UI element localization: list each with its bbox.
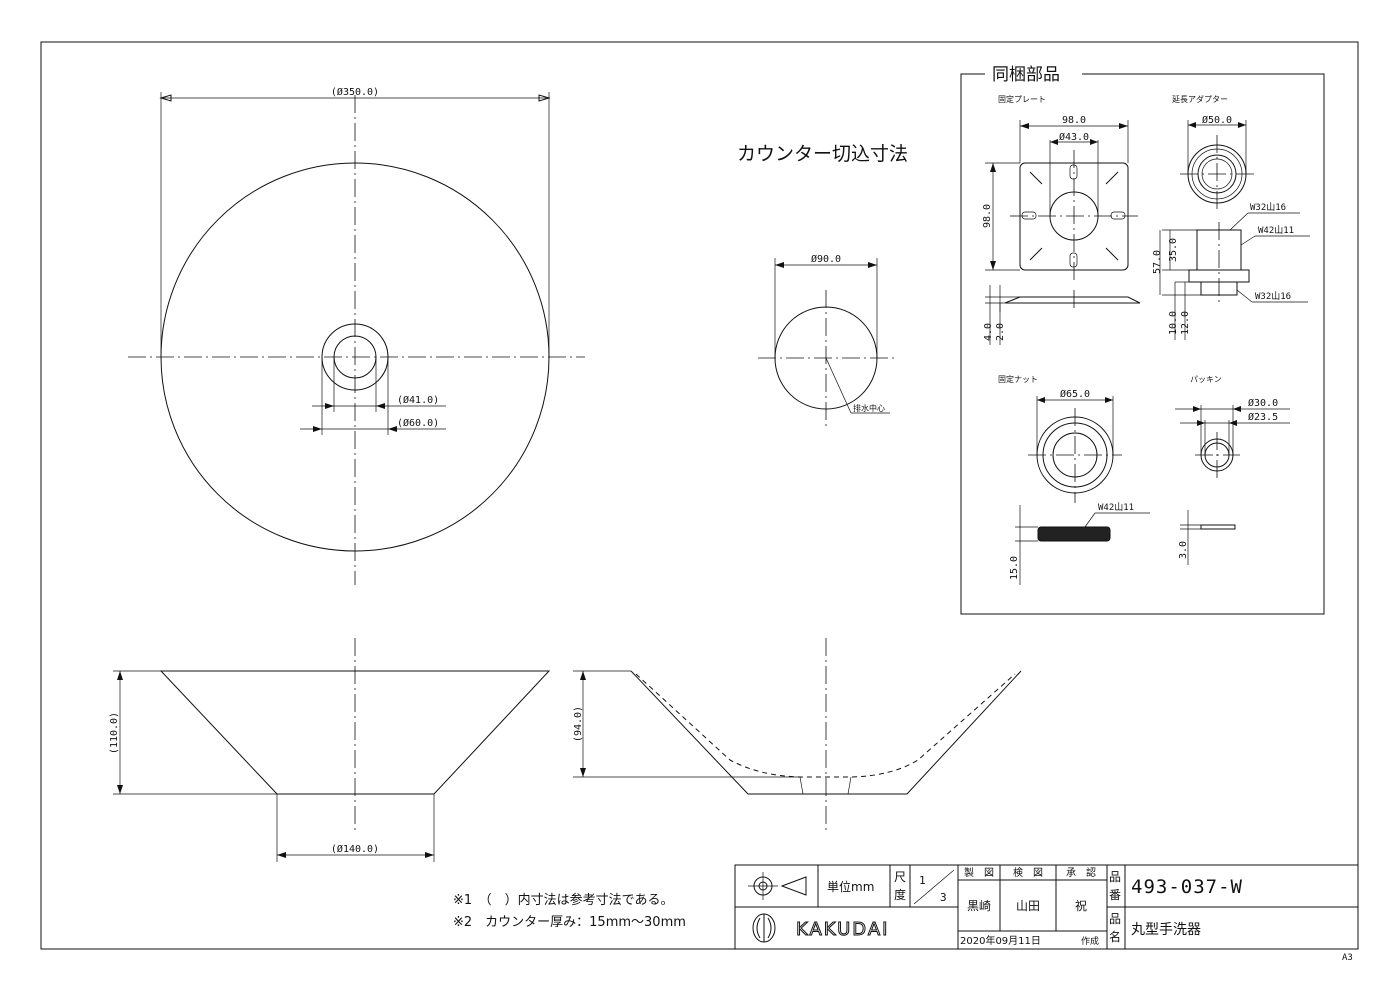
made-label: 製 図 — [964, 866, 994, 879]
part-no-label-2: 番 — [1109, 888, 1121, 902]
cutout-title: カウンター切込寸法 — [737, 143, 908, 165]
front-view: (110.0) (Ø140.0) — [109, 638, 551, 862]
unit-label: 単位mm — [827, 879, 874, 894]
top-view: (Ø350.0) (Ø41.0) (Ø60.0) — [128, 86, 585, 585]
adapter-thread-bot: W32山16 — [1255, 291, 1291, 302]
approve-label: 承 認 — [1066, 866, 1096, 879]
brand-name: KAKUDAI — [796, 919, 889, 940]
packing-dia2: Ø23.5 — [1248, 411, 1278, 423]
plate-thickness-2: 2.0 — [995, 323, 1006, 341]
drain-center-label: 排水中心 — [853, 403, 885, 413]
plate-hole: Ø43.0 — [1059, 131, 1089, 143]
dim-drain-60: (Ø60.0) — [397, 417, 439, 429]
created-date: 2020年09月11日 — [960, 934, 1041, 947]
dim-overall-diameter: (Ø350.0) — [331, 86, 379, 98]
nut-thread: W42山11 — [1098, 502, 1134, 513]
title-block: 単位mm 尺 度 1 3 製 図 検 図 承 認 黒崎 山田 祝 2020年09… — [734, 864, 1359, 950]
part-name: 丸型手洗器 — [1131, 922, 1201, 938]
section-view: (94.0) — [573, 638, 1022, 830]
packing-thickness: 3.0 — [1178, 541, 1189, 559]
part-no-label-1: 品 — [1109, 870, 1121, 884]
created-suffix: 作成 — [1081, 935, 1099, 947]
packing-label: パッキン — [1190, 375, 1222, 384]
nut-height: 15.0 — [1009, 556, 1020, 580]
check-label: 検 図 — [1013, 866, 1043, 879]
approve-by: 祝 — [1075, 899, 1087, 913]
adapter-h3: 10.0 — [1168, 311, 1179, 335]
scale-label-2: 度 — [894, 887, 906, 902]
dim-drain-41: (Ø41.0) — [397, 394, 439, 406]
scale-num: 1 — [919, 874, 926, 887]
kakudai-logo: KAKUDAI — [752, 913, 889, 943]
adapter-h2: 57.0 — [1152, 250, 1163, 274]
part-name-label-2: 名 — [1109, 929, 1121, 944]
plate-thickness-1: 4.0 — [983, 323, 994, 341]
check-by: 山田 — [1016, 899, 1040, 913]
drawing-frame — [40, 41, 1359, 950]
scale-den: 3 — [940, 891, 947, 904]
sheet-size: A3 — [1342, 953, 1353, 963]
parts-title: 同梱部品 — [992, 65, 1060, 85]
third-angle-projection-icon — [748, 872, 807, 900]
cutout-dia: Ø90.0 — [811, 253, 841, 265]
adapter-h1: 35.0 — [1168, 238, 1179, 262]
nut-label: 固定ナット — [998, 374, 1038, 384]
adapter-thread-top: W32山16 — [1250, 202, 1286, 213]
note-2: ※2 カウンター厚み：15mm～30mm — [453, 915, 686, 930]
adapter-dia: Ø50.0 — [1202, 114, 1232, 126]
adapter-thread-mid: W42山11 — [1258, 225, 1294, 236]
nut-side — [1037, 526, 1111, 542]
base-diameter: (Ø140.0) — [331, 843, 379, 855]
height-110: (110.0) — [109, 712, 120, 754]
adapter-h4: 12.0 — [1180, 311, 1191, 335]
nut-dia: Ø65.0 — [1060, 388, 1090, 400]
plate-height: 98.0 — [982, 204, 993, 228]
part-name-label-1: 品 — [1109, 912, 1121, 926]
plate-label: 固定プレート — [998, 94, 1046, 104]
plate-width: 98.0 — [1062, 115, 1086, 126]
note-1: ※1 （ ）内寸法は参考寸法である。 — [453, 892, 674, 908]
parts-box: 同梱部品 固定プレート 98.0 Ø43.0 98.0 — [960, 65, 1325, 615]
part-number: 493-037-W — [1131, 876, 1243, 898]
made-by: 黒崎 — [967, 899, 991, 913]
adapter-label: 延長アダプター — [1172, 94, 1228, 104]
packing-dia1: Ø30.0 — [1248, 397, 1278, 409]
height-94: (94.0) — [573, 706, 584, 742]
scale-label-1: 尺 — [894, 870, 906, 884]
cutout-view: カウンター切込寸法 Ø90.0 排水中心 — [737, 143, 908, 430]
